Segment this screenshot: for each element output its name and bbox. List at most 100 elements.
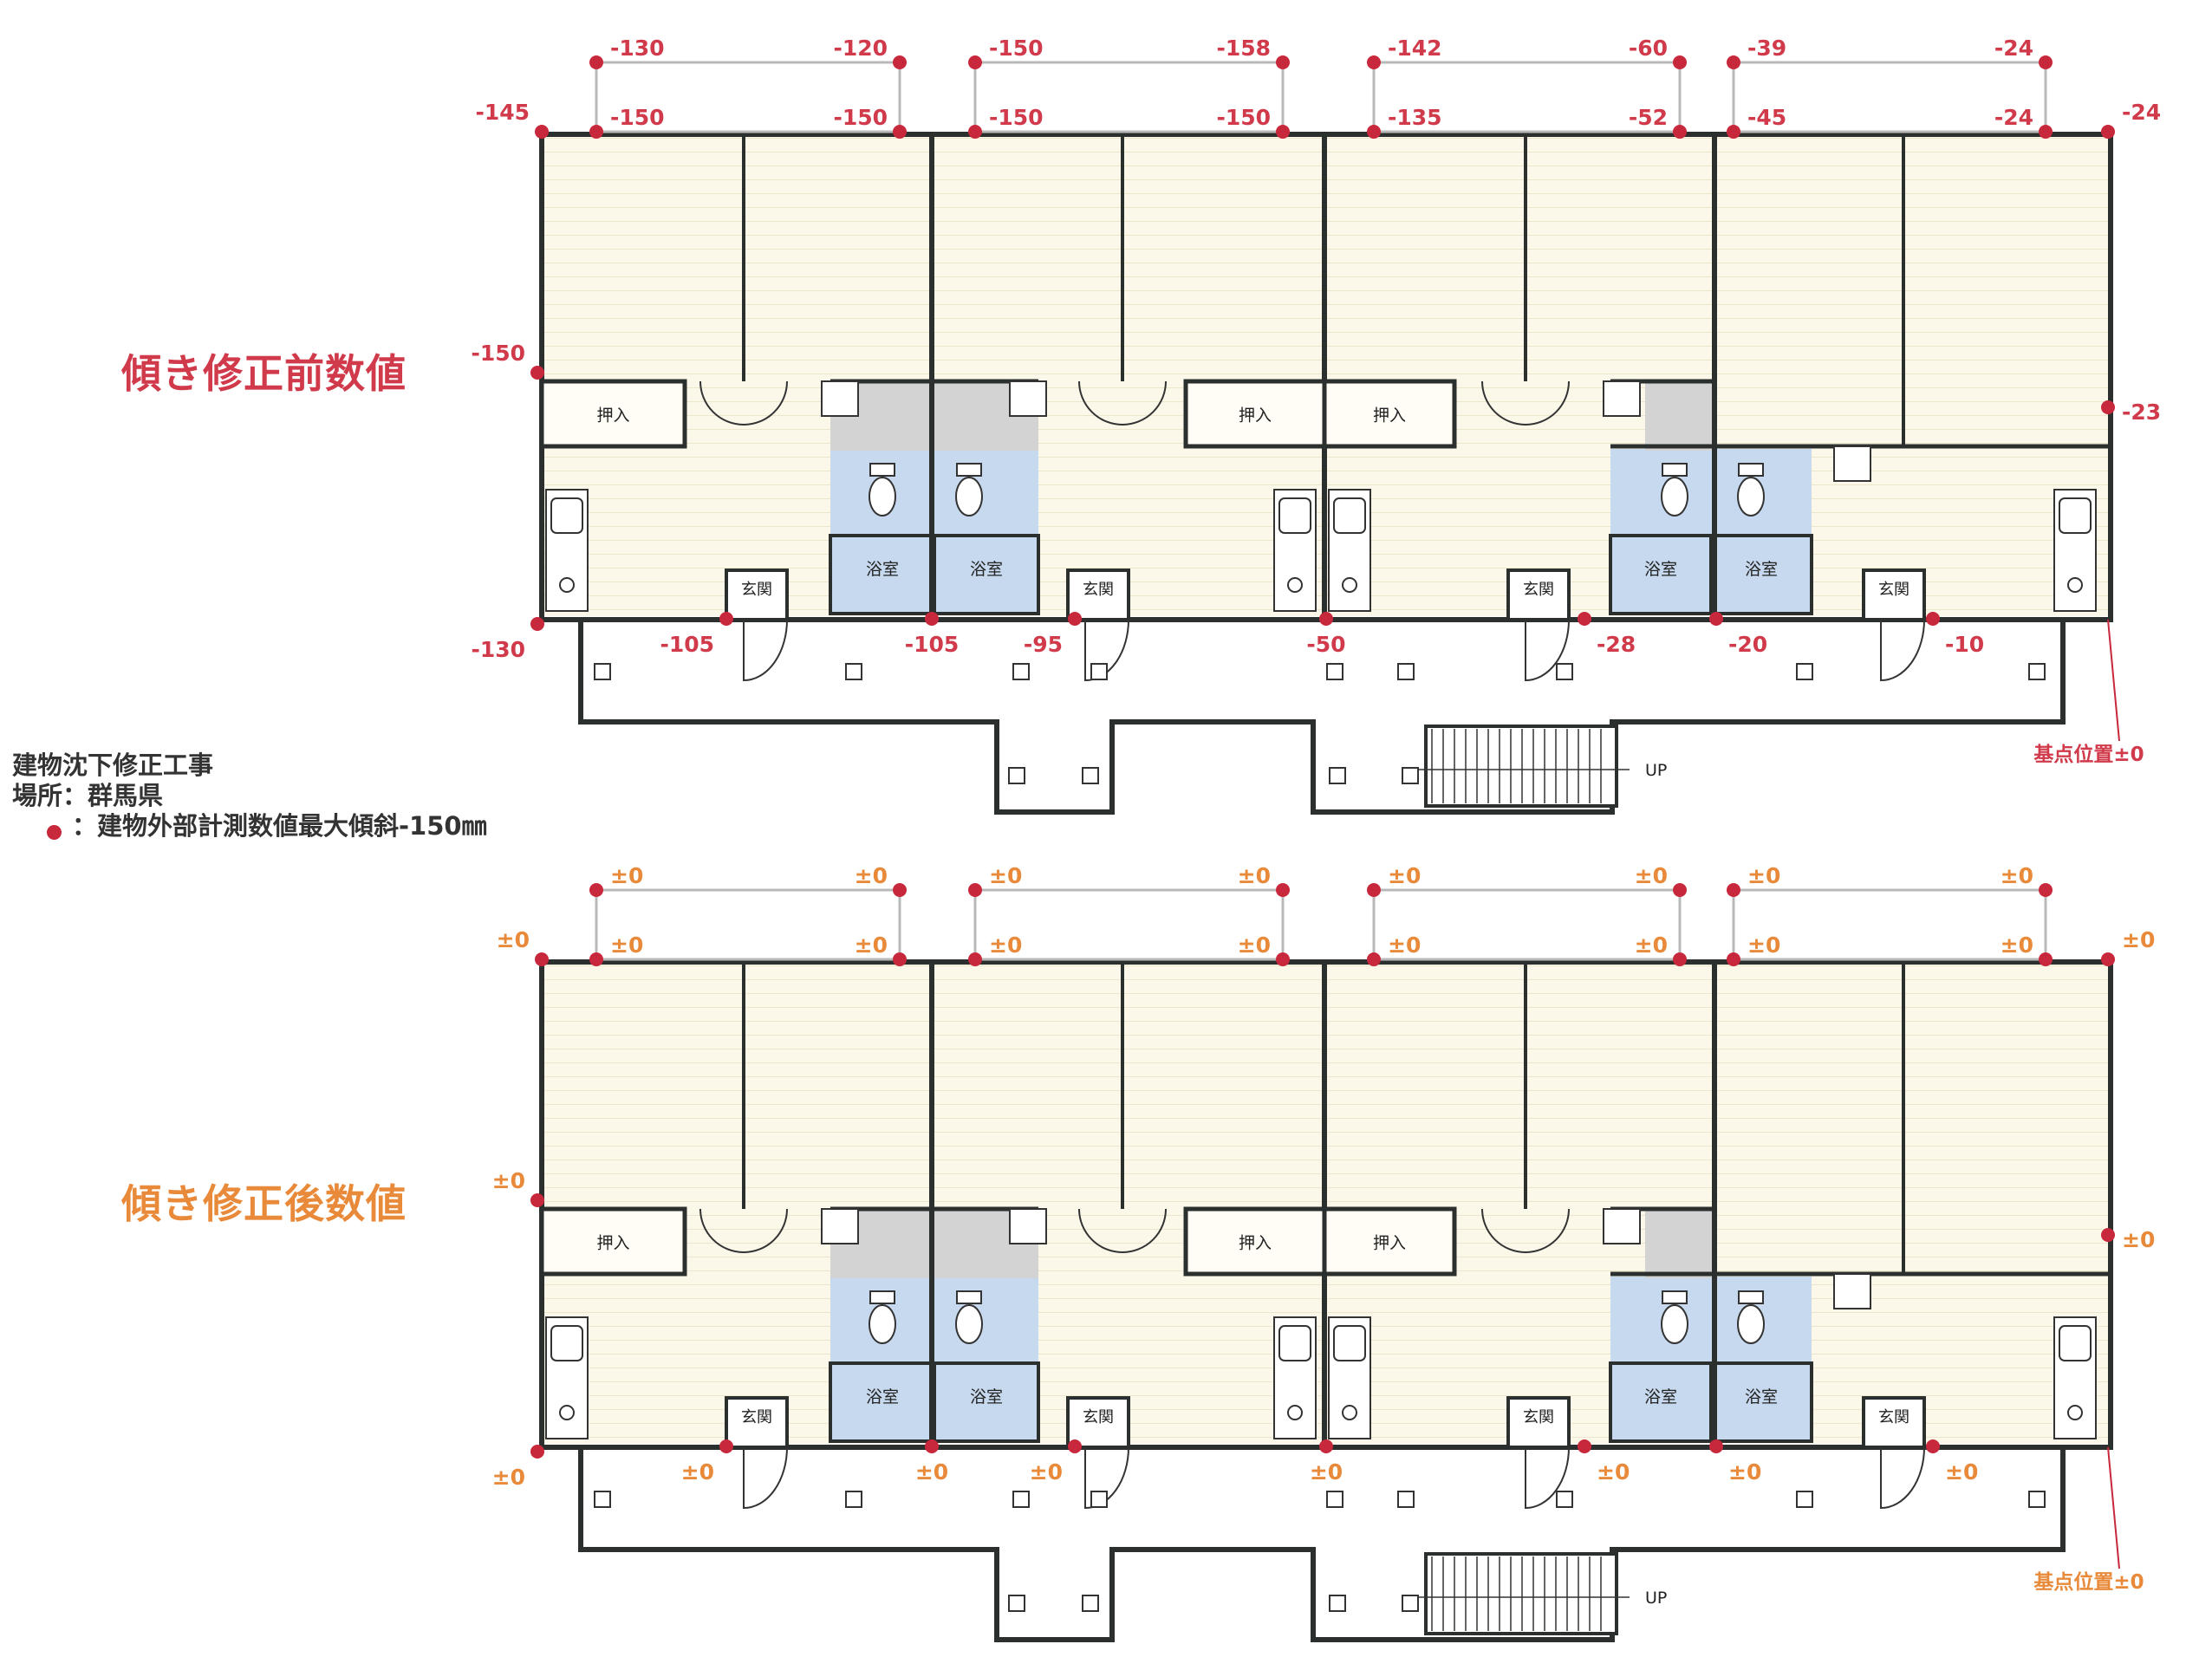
bath-label: 浴室: [970, 1387, 1003, 1407]
measurement-value: ±0: [2122, 1227, 2155, 1252]
plan-after: 押入押入押入浴室浴室浴室浴室玄関玄関玄関玄関UP基点位置±0±0±0±0±0±0…: [492, 863, 2155, 1642]
column-marker: [1012, 663, 1030, 680]
bath-room: [1709, 534, 1813, 615]
measurement-dot-icon: [47, 825, 62, 840]
entrance: [725, 1396, 789, 1449]
closet-label: 押入: [596, 1234, 629, 1253]
measurement-value: ±0: [855, 932, 888, 958]
balcony: [1372, 61, 1682, 133]
measurement-value: ±0: [2122, 927, 2155, 952]
stove-icon: [559, 577, 575, 593]
washbasin-icon: [1009, 1208, 1047, 1244]
measurement-value: -50: [1306, 632, 1345, 657]
stove-icon: [559, 1405, 575, 1420]
corridor-outline: [578, 1447, 2066, 1642]
measurement-point: [589, 55, 603, 69]
measurement-point: [1578, 612, 1591, 626]
staircase: UP: [1404, 725, 1667, 808]
door-swing: [1525, 1446, 1570, 1510]
closet: [1322, 1206, 1457, 1277]
measurement-value: -10: [1945, 632, 1984, 657]
bath-label: 浴室: [1745, 1387, 1778, 1407]
reference-point-label: 基点位置±0: [2033, 743, 2144, 766]
balcony: [595, 61, 901, 133]
entrance-label: 玄関: [1878, 1408, 1909, 1426]
measurement-value: ±0: [1945, 1459, 1978, 1485]
washbasin-icon: [1603, 380, 1641, 417]
door-arc: [1481, 380, 1570, 426]
closet-label: 押入: [596, 406, 629, 426]
measurement-point: [589, 883, 603, 897]
washbasin-icon: [1603, 1208, 1641, 1244]
entrance: [725, 569, 789, 621]
storage-block: [1645, 1209, 1714, 1278]
door-arc: [1078, 380, 1167, 426]
stair-box: [1424, 1552, 1618, 1635]
measurement-value: ±0: [1388, 863, 1421, 888]
measurement-value: ±0: [1635, 932, 1668, 958]
measurement-value: ±0: [1597, 1459, 1630, 1485]
measurement-point: [2039, 55, 2053, 69]
stove-icon: [1342, 1405, 1357, 1420]
balcony: [973, 61, 1285, 133]
balcony: [1732, 888, 2047, 961]
measurement-value: -24: [2122, 100, 2161, 125]
sink-icon: [2059, 1325, 2092, 1361]
column-marker: [594, 1491, 611, 1508]
measurement-point: [1276, 55, 1290, 69]
measurement-value: -120: [833, 36, 888, 61]
measurement-point: [530, 1193, 544, 1207]
measurement-point: [1673, 125, 1687, 139]
measurement-value: -150: [471, 341, 525, 366]
measurement-point: [893, 952, 907, 966]
stove-icon: [1287, 1405, 1303, 1420]
column-marker: [1082, 1595, 1099, 1612]
toilet-tank-icon: [956, 463, 982, 477]
measurement-value: -142: [1388, 36, 1442, 61]
entrance-label: 玄関: [741, 1408, 772, 1426]
sink-icon: [550, 1325, 583, 1361]
measurement-point: [1709, 612, 1723, 626]
toilet-tank-icon: [869, 463, 895, 477]
measurement-point: [1727, 952, 1740, 966]
measurement-point: [1673, 55, 1687, 69]
door-arc: [699, 1208, 788, 1253]
bath-room: [933, 534, 1040, 615]
measurement-value: ±0: [1238, 863, 1271, 888]
column-marker: [2028, 1491, 2046, 1508]
bath-label: 浴室: [1745, 560, 1778, 579]
measurement-point: [968, 952, 982, 966]
entrance: [1506, 569, 1571, 621]
sink-icon: [1278, 497, 1311, 534]
entrance-label: 玄関: [1523, 581, 1554, 599]
balcony: [595, 888, 901, 961]
measurement-value: -39: [1747, 36, 1786, 61]
toilet-bowl-icon: [955, 477, 983, 517]
reference-leader: [2107, 1446, 2120, 1569]
measurement-value: -145: [475, 100, 530, 125]
column-marker: [1796, 663, 1813, 680]
column-marker: [1397, 663, 1415, 680]
corridor-outline: [578, 620, 2066, 815]
measurement-point: [1727, 883, 1740, 897]
measurement-point: [925, 1439, 939, 1453]
measurement-value: -20: [1728, 632, 1767, 657]
stove-icon: [1342, 577, 1357, 593]
toilet-tank-icon: [869, 1290, 895, 1304]
column-marker: [1402, 767, 1419, 784]
measurement-value: -28: [1597, 632, 1636, 657]
measurement-point: [1578, 1439, 1591, 1453]
measurement-point: [893, 125, 907, 139]
bath-label: 浴室: [866, 560, 899, 579]
toilet-bowl-icon: [1661, 477, 1688, 517]
measurement-value: -105: [660, 632, 714, 657]
measurement-point: [1276, 952, 1290, 966]
project-title: 建物沈下修正工事: [12, 751, 214, 780]
column-marker: [1326, 1491, 1343, 1508]
heading-before-correction: 傾き修正前数値: [121, 350, 407, 397]
stairs-up-label: UP: [1645, 1589, 1667, 1608]
entrance-label: 玄関: [1878, 581, 1909, 599]
column-marker: [845, 663, 862, 680]
door-swing: [1880, 1446, 1925, 1510]
closet: [539, 379, 687, 449]
